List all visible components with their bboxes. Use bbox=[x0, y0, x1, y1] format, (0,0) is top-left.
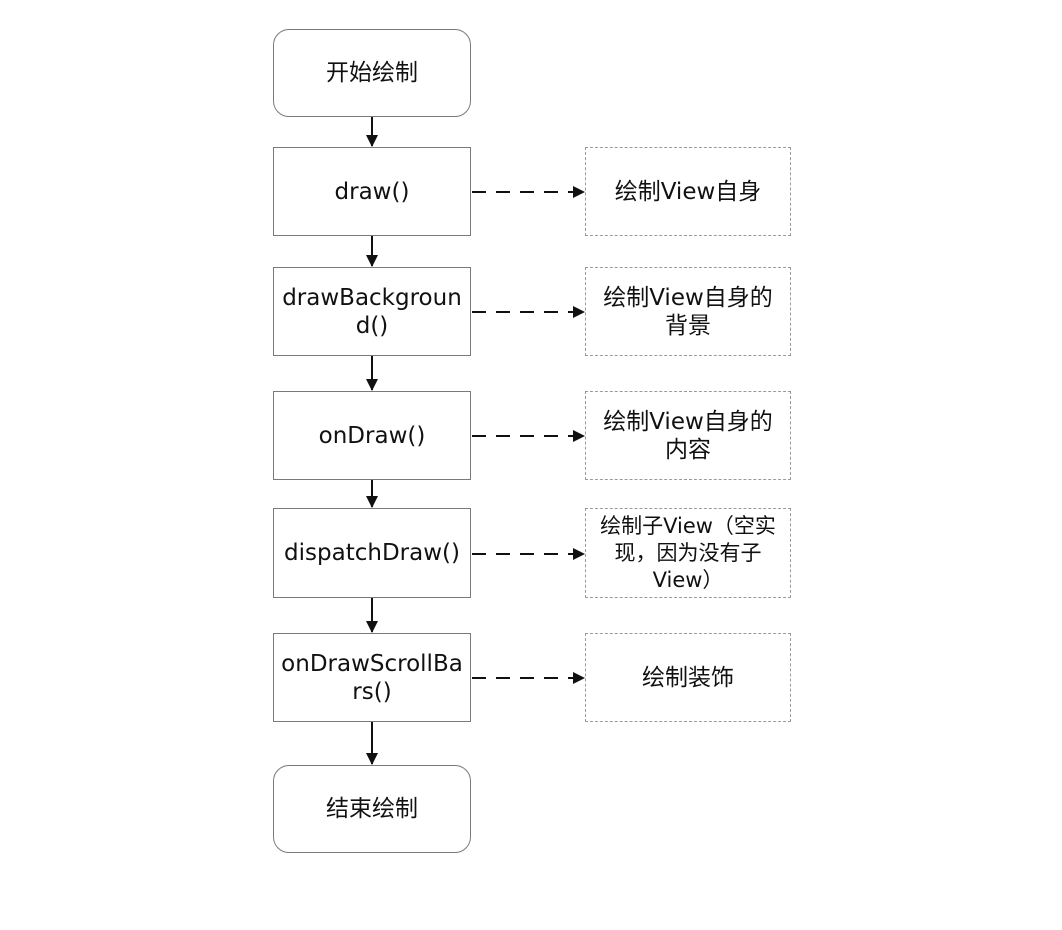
on-draw-scroll-bars-node: onDrawScrollBars() bbox=[273, 633, 471, 722]
draw-background-label: drawBackground() bbox=[282, 284, 462, 339]
end-node: 结束绘制 bbox=[273, 765, 471, 853]
note-draw-text: 绘制View自身 bbox=[614, 178, 762, 205]
note-draw-background-text: 绘制View自身的背景 bbox=[603, 284, 773, 339]
note-draw: 绘制View自身 bbox=[585, 147, 791, 236]
note-draw-background: 绘制View自身的背景 bbox=[585, 267, 791, 356]
on-draw-label: onDraw() bbox=[318, 422, 426, 449]
dispatch-draw-label: dispatchDraw() bbox=[284, 540, 460, 566]
end-label: 结束绘制 bbox=[326, 796, 418, 822]
dispatch-draw-node: dispatchDraw() bbox=[273, 508, 471, 598]
note-on-draw: 绘制View自身的内容 bbox=[585, 391, 791, 480]
note-scroll-bars: 绘制装饰 bbox=[585, 633, 791, 722]
start-label: 开始绘制 bbox=[326, 60, 418, 86]
draw-background-node: drawBackground() bbox=[273, 267, 471, 356]
on-draw-scroll-bars-label: onDrawScrollBars() bbox=[281, 650, 463, 705]
start-node: 开始绘制 bbox=[273, 29, 471, 117]
note-scroll-bars-text: 绘制装饰 bbox=[642, 664, 734, 691]
note-on-draw-text: 绘制View自身的内容 bbox=[603, 408, 773, 463]
draw-label: draw() bbox=[334, 178, 410, 205]
on-draw-node: onDraw() bbox=[273, 391, 471, 480]
draw-node: draw() bbox=[273, 147, 471, 236]
note-dispatch-draw: 绘制子View（空实现，因为没有子View） bbox=[585, 508, 791, 598]
note-dispatch-draw-text: 绘制子View（空实现，因为没有子View） bbox=[600, 513, 776, 592]
